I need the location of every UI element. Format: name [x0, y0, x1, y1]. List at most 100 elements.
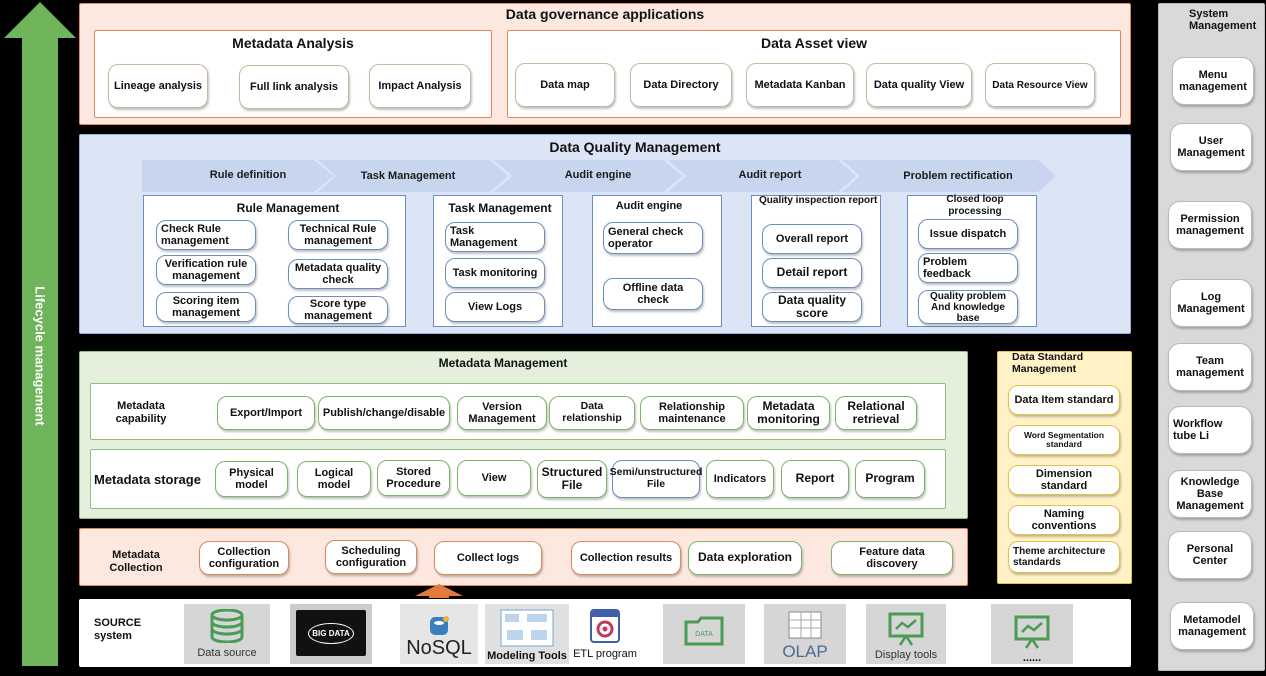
impact-analysis-button[interactable]: Impact Analysis [369, 64, 471, 108]
data-source-tile: Data source [184, 604, 270, 664]
svg-text:DATA: DATA [695, 631, 713, 638]
data-map-button[interactable]: Data map [515, 63, 615, 107]
data-exploration-button[interactable]: Data exploration [688, 541, 802, 575]
database-icon [210, 609, 244, 643]
offline-data-check-button[interactable]: Offline data check [603, 278, 703, 310]
data-quality-view-button[interactable]: Data quality View [866, 63, 972, 107]
metadata-storage-label: Metadata storage [94, 472, 201, 487]
menu-management-button[interactable]: Menu management [1172, 57, 1254, 105]
naming-conventions-button[interactable]: Naming conventions [1008, 505, 1120, 535]
scheduling-configuration-button[interactable]: Scheduling configuration [325, 540, 417, 574]
indicators-button[interactable]: Indicators [706, 460, 774, 498]
data-directory-button[interactable]: Data Directory [630, 63, 732, 107]
task-monitoring-button[interactable]: Task monitoring [445, 258, 545, 288]
check-rule-button[interactable]: Check Rule management [156, 220, 256, 250]
olap-label: OLAP [782, 642, 828, 661]
display-tools-tile: Display tools [866, 604, 946, 664]
olap-tile: OLAP [764, 604, 846, 664]
issue-dispatch-button[interactable]: Issue dispatch [918, 219, 1018, 249]
lifecycle-label: Lifecycle management [32, 286, 48, 426]
view-logs-button[interactable]: View Logs [445, 292, 545, 322]
step-audit-report: Audit report [738, 169, 802, 181]
detail-report-button[interactable]: Detail report [762, 258, 862, 288]
collection-results-button[interactable]: Collection results [571, 541, 681, 575]
metadata-collection-label: Metadata Collection [109, 549, 163, 574]
structured-file-button[interactable]: Structured File [537, 460, 607, 498]
data-relationship-button[interactable]: Data relationship [549, 396, 635, 430]
personal-center-button[interactable]: Personal Center [1168, 531, 1252, 579]
full-link-analysis-button[interactable]: Full link analysis [239, 65, 349, 109]
feature-data-discovery-button[interactable]: Feature data discovery [831, 541, 953, 575]
general-check-operator-button[interactable]: General check operator [603, 222, 703, 254]
metadata-kanban-button[interactable]: Metadata Kanban [746, 63, 854, 107]
step-task-management: Task Management [360, 170, 456, 182]
word-segmentation-standard-button[interactable]: Word Segmentation standard [1008, 425, 1120, 455]
modeling-tools-label: Modeling Tools [487, 650, 567, 662]
logical-model-button[interactable]: Logical model [297, 461, 371, 497]
metadata-quality-check-button[interactable]: Metadata quality check [288, 259, 388, 289]
metamodel-management-button[interactable]: Metamodel management [1170, 602, 1254, 650]
metadata-monitoring-button[interactable]: Metadata monitoring [747, 396, 830, 430]
more-sources-label: ...... [1022, 652, 1042, 664]
lineage-analysis-button[interactable]: Lineage analysis [108, 64, 208, 108]
step-rule-definition: Rule definition [209, 169, 287, 181]
display-tools-label: Display tools [874, 649, 938, 661]
data-standard-title: Data Standard Management [1012, 351, 1084, 376]
report-button[interactable]: Report [781, 460, 849, 498]
physical-model-button[interactable]: Physical model [215, 461, 288, 497]
quality-title: Data Quality Management [549, 139, 721, 155]
olap-icon [788, 611, 822, 639]
version-management-button[interactable]: Version Management [457, 396, 547, 430]
relationship-maintenance-button[interactable]: Relationship maintenance [640, 396, 744, 430]
team-management-button[interactable]: Team management [1168, 343, 1252, 391]
stored-procedure-button[interactable]: Stored Procedure [377, 460, 450, 496]
program-button[interactable]: Program [855, 460, 925, 498]
metadata-management-title: Metadata Management [438, 356, 568, 370]
audit-engine-title: Audit engine [615, 200, 683, 212]
data-source-label: Data source [197, 647, 257, 659]
etl-program-tile: ETL program [570, 604, 640, 664]
modeling-tools-icon [500, 609, 554, 647]
scoring-item-button[interactable]: Scoring item management [156, 292, 256, 322]
quality-process-arrows [142, 160, 1056, 192]
semi-unstructured-file-button[interactable]: Semi/unstructured File [610, 460, 702, 498]
quality-problem-kb-button[interactable]: Quality problem And knowledge base [918, 290, 1018, 324]
big-data-tile: BIG DATA [290, 604, 372, 664]
data-resource-view-button[interactable]: Data Resource View [985, 63, 1095, 107]
task-management-title: Task Management [448, 201, 552, 215]
data-quality-score-button[interactable]: Data quality score [762, 292, 862, 322]
relational-retrieval-button[interactable]: Relational retrieval [835, 396, 917, 430]
technical-rule-button[interactable]: Technical Rule management [288, 220, 388, 250]
big-data-icon: BIG DATA [296, 610, 366, 656]
score-type-button[interactable]: Score type management [288, 296, 388, 324]
quality-report-title: Quality inspection report [759, 195, 878, 206]
workflow-button[interactable]: Workflow tube Li [1168, 406, 1252, 454]
more-sources-tile: ...... [991, 604, 1073, 664]
governance-apps-title: Data governance applications [505, 6, 705, 22]
dimension-standard-button[interactable]: Dimension standard [1008, 465, 1120, 495]
user-management-button[interactable]: User Management [1170, 123, 1252, 171]
permission-management-button[interactable]: Permission management [1168, 201, 1252, 249]
theme-architecture-button[interactable]: Theme architecture standards [1008, 541, 1120, 573]
nosql-icon [430, 616, 449, 635]
overall-report-button[interactable]: Overall report [762, 224, 862, 254]
collection-up-arrow [415, 584, 463, 598]
task-management-button[interactable]: Task Management [445, 222, 545, 252]
nosql-label: NoSQL [406, 637, 472, 659]
collect-logs-button[interactable]: Collect logs [434, 541, 542, 575]
export-import-button[interactable]: Export/Import [217, 396, 315, 430]
modeling-tools-tile: Modeling Tools [485, 604, 569, 664]
display-tools-icon [888, 612, 924, 646]
data-folder-tile: DATA [663, 604, 745, 664]
rule-management-title: Rule Management [236, 201, 340, 215]
knowledge-base-button[interactable]: Knowledge Base Management [1168, 470, 1252, 518]
metadata-analysis-title: Metadata Analysis [232, 35, 354, 51]
closed-loop-title: Closed loop processing [946, 194, 1004, 217]
publish-change-disable-button[interactable]: Publish/change/disable [318, 396, 450, 430]
data-item-standard-button[interactable]: Data Item standard [1008, 385, 1120, 415]
collection-configuration-button[interactable]: Collection configuration [199, 541, 289, 575]
problem-feedback-button[interactable]: Problem feedback [918, 253, 1018, 283]
log-management-button[interactable]: Log Management [1170, 279, 1252, 327]
view-button[interactable]: View [457, 460, 531, 496]
verification-rule-button[interactable]: Verification rule management [156, 255, 256, 285]
